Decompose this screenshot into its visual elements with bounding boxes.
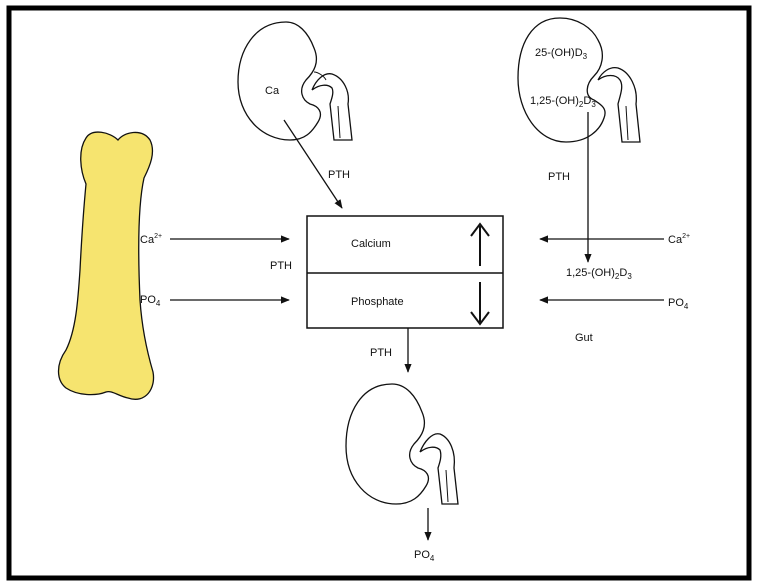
kidney-top-left xyxy=(238,22,352,140)
label-calcium: Calcium xyxy=(351,238,391,250)
label-kidney-ca: Ca xyxy=(265,85,280,97)
label-phosphate: Phosphate xyxy=(351,296,404,308)
label-pth-left-middle: PTH xyxy=(270,260,292,272)
kidney-top-right xyxy=(518,18,640,142)
kidney-bottom xyxy=(346,384,458,504)
label-pth-lower: PTH xyxy=(370,347,392,359)
label-1-25-oh2-d3-gut: 1,25-(OH)2D3 xyxy=(566,267,632,281)
label-bone-po4: PO4 xyxy=(140,294,161,308)
label-pth-upper-right: PTH xyxy=(548,171,570,183)
label-25-oh-d3: 25-(OH)D3 xyxy=(535,47,588,61)
label-bottom-po4: PO4 xyxy=(414,549,435,563)
label-gut-ca: Ca2+ xyxy=(668,233,690,246)
label-1-25-oh2-d3-kidney: 1,25-(OH)2D3 xyxy=(530,95,596,109)
label-bone-ca: Ca2+ xyxy=(140,233,162,246)
label-gut-po4: PO4 xyxy=(668,297,689,311)
label-pth-upper-left: PTH xyxy=(328,169,350,181)
label-gut: Gut xyxy=(575,332,593,344)
bone-shape xyxy=(59,132,154,399)
